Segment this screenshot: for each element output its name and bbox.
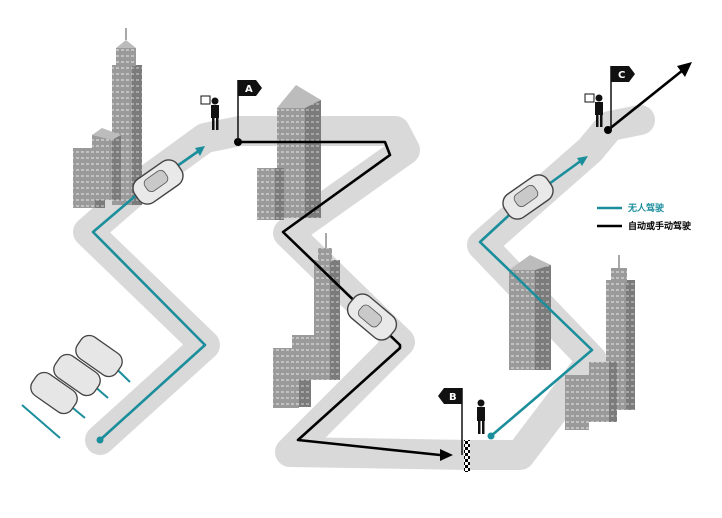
waypoint-b-flag: B bbox=[438, 388, 463, 455]
building-spire-right bbox=[565, 255, 635, 430]
phone-icon bbox=[584, 93, 595, 103]
person-icon bbox=[477, 399, 485, 434]
arrowhead-icon bbox=[440, 449, 453, 461]
moving-car-left bbox=[132, 159, 184, 205]
building-spire-center bbox=[273, 233, 340, 408]
arrowhead-icon bbox=[577, 156, 588, 166]
person-icon bbox=[200, 95, 219, 130]
legend: 无人驾驶 自动或手动驾驶 bbox=[597, 202, 692, 232]
legend-label-manual: 自动或手动驾驶 bbox=[628, 220, 692, 232]
moving-car-right bbox=[502, 174, 554, 220]
parked-car bbox=[53, 353, 101, 397]
waypoint-c-label: C bbox=[618, 70, 625, 81]
waypoint-b-label: B bbox=[449, 392, 457, 403]
route-manual-right bbox=[604, 62, 692, 134]
legend-label-autonomous: 无人驾驶 bbox=[627, 202, 665, 214]
building-tower-right bbox=[509, 255, 551, 370]
legend-item-manual: 自动或手动驾驶 bbox=[597, 220, 692, 232]
building-low-left bbox=[73, 128, 121, 208]
waypoint-a-label: A bbox=[245, 84, 253, 95]
parking-area bbox=[21, 334, 131, 439]
waypoint-a-flag: A bbox=[237, 80, 262, 142]
parked-car bbox=[75, 334, 123, 378]
checkered-flag-icon bbox=[464, 440, 470, 472]
parked-car bbox=[30, 371, 78, 415]
person-icon bbox=[584, 93, 603, 127]
arrowhead-icon bbox=[677, 62, 692, 77]
route-start-dot bbox=[487, 432, 495, 440]
route-start-dot bbox=[604, 126, 612, 134]
phone-icon bbox=[200, 95, 211, 105]
moving-car-center bbox=[346, 293, 398, 341]
legend-item-autonomous: 无人驾驶 bbox=[597, 202, 665, 214]
building-tower-center bbox=[257, 85, 321, 220]
waypoint-c-flag: C bbox=[610, 66, 635, 130]
arrowhead-icon bbox=[195, 146, 205, 156]
route-start-dot bbox=[96, 436, 104, 444]
